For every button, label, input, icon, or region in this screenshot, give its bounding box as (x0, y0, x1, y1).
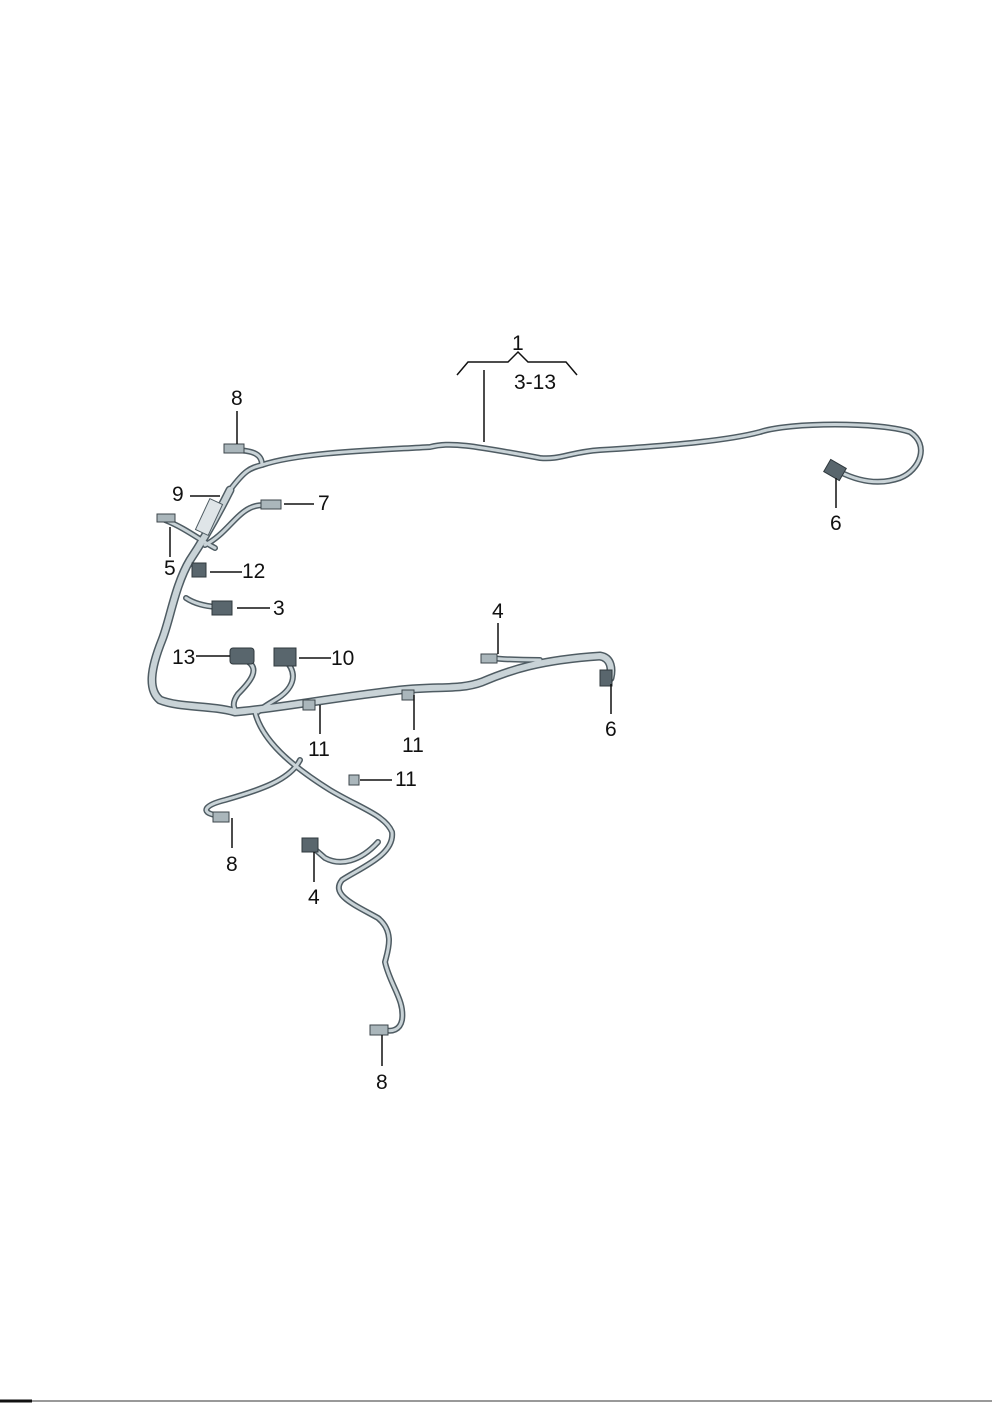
connector-4-lower (301, 837, 319, 853)
callout-7: 7 (318, 492, 330, 515)
branch-13-highlight (232, 658, 255, 714)
callout-6: 6 (830, 512, 842, 535)
callout-5: 5 (164, 557, 176, 580)
connector-8-bottom (369, 1024, 389, 1036)
callout-4: 4 (308, 886, 320, 909)
branch-10-highlight (256, 658, 295, 714)
callout-11: 11 (402, 734, 424, 757)
connector-3 (211, 600, 233, 616)
connector-4-top (480, 653, 498, 664)
connector-11-c (348, 774, 360, 786)
callouts: 1 3-13 8 9 7 5 12 3 13 10 4 6 11 11 11 8… (164, 332, 842, 1094)
connector-7 (260, 499, 282, 510)
main-wire-top-highlight (228, 423, 923, 492)
callout-11: 11 (395, 768, 417, 791)
connector-12 (191, 562, 207, 578)
callout-8: 8 (231, 387, 243, 410)
callout-8: 8 (226, 853, 238, 876)
callout-3: 3 (273, 597, 285, 620)
branch-8-left (203, 757, 303, 818)
callout-11: 11 (308, 738, 330, 761)
callout-1: 1 (512, 332, 524, 355)
callout-6: 6 (605, 718, 617, 741)
callout-13: 13 (172, 646, 195, 669)
callout-8: 8 (376, 1071, 388, 1094)
connector-11-b (401, 689, 415, 701)
connector-5 (156, 513, 176, 523)
connector-11-a (302, 699, 316, 711)
connector-8-top (223, 443, 245, 454)
connectors (156, 443, 847, 1036)
connector-6-top (823, 458, 847, 482)
callout-12: 12 (242, 560, 265, 583)
connector-8-left (212, 811, 230, 823)
branch-8-left-highlight (204, 758, 302, 817)
callout-10: 10 (331, 647, 354, 670)
callout-4: 4 (492, 600, 504, 623)
main-wire-top (227, 421, 924, 493)
callout-9: 9 (172, 483, 184, 506)
connector-13 (229, 647, 255, 665)
connector-10 (273, 647, 297, 667)
callout-range: 3-13 (514, 371, 556, 394)
main-trunk-highlight (148, 487, 614, 715)
sleeve-9 (194, 497, 224, 537)
wiring-harness (147, 421, 924, 1036)
connector-6-right (599, 669, 613, 687)
branch-lower-highlight (253, 710, 404, 1033)
